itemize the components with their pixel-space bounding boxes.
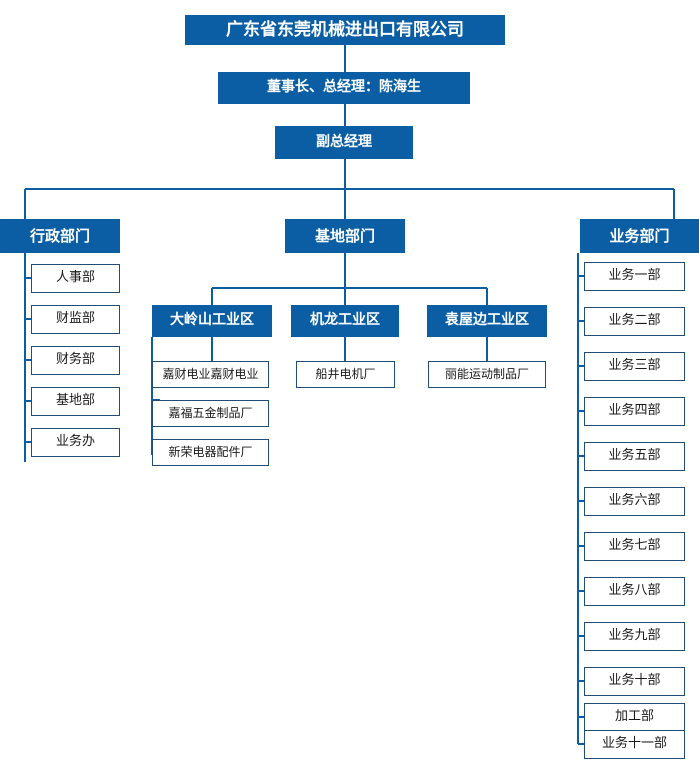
node-business-unit[interactable]: 业务二部 (584, 307, 685, 336)
node-label: 广东省东莞机械进出口有限公司 (226, 19, 464, 40)
node-label: 船井电机厂 (315, 366, 376, 381)
node-label: 加工部 (614, 709, 654, 725)
node-business-unit[interactable]: 业务十部 (584, 667, 685, 696)
node-vice-general-manager[interactable]: 副总经理 (275, 126, 413, 159)
node-label: 业务十部 (608, 673, 661, 689)
node-label: 大岭山工业区 (170, 312, 254, 329)
node-factory[interactable]: 船井电机厂 (296, 361, 395, 388)
node-business-unit[interactable]: 业务四部 (584, 397, 685, 426)
node-label: 业务七部 (608, 538, 661, 554)
node-label: 业务办 (55, 434, 95, 450)
node-admin-unit[interactable]: 人事部 (31, 264, 120, 293)
node-label: 业务六部 (608, 493, 661, 509)
node-label: 基地部 (55, 393, 95, 409)
node-business-unit[interactable]: 业务八部 (584, 577, 685, 606)
node-label: 机龙工业区 (310, 312, 380, 329)
node-label: 副总经理 (316, 133, 372, 150)
node-label: 业务一部 (608, 268, 661, 284)
node-label: 新荣电器配件厂 (168, 444, 253, 459)
node-label: 业务九部 (608, 628, 661, 644)
node-zone-jilong[interactable]: 机龙工业区 (291, 305, 399, 337)
node-zone-daling-shan[interactable]: 大岭山工业区 (152, 305, 272, 337)
node-label: 业务八部 (608, 583, 661, 599)
node-business-unit[interactable]: 业务五部 (584, 442, 685, 471)
node-label: 基地部门 (314, 226, 375, 245)
node-label: 业务五部 (608, 448, 661, 464)
node-business-unit[interactable]: 业务六部 (584, 487, 685, 516)
node-admin-unit[interactable]: 业务办 (31, 428, 120, 457)
node-label: 财务部 (55, 352, 95, 368)
node-admin-unit[interactable]: 财务部 (31, 346, 120, 375)
node-label: 业务三部 (608, 358, 661, 374)
node-factory[interactable]: 嘉财电业嘉财电业 (152, 361, 269, 388)
node-business-unit[interactable]: 业务十一部 (584, 730, 685, 759)
node-admin-unit[interactable]: 财监部 (31, 305, 120, 334)
node-label: 人事部 (55, 270, 95, 286)
node-admin-unit[interactable]: 基地部 (31, 387, 120, 416)
node-zone-yuanwubian[interactable]: 袁屋边工业区 (427, 305, 547, 337)
node-chairman-gm[interactable]: 董事长、总经理：陈海生 (218, 72, 470, 104)
node-business-unit[interactable]: 业务九部 (584, 622, 685, 651)
node-label: 袁屋边工业区 (445, 312, 529, 329)
node-department-business[interactable]: 业务部门 (580, 219, 699, 253)
node-label: 业务十一部 (601, 736, 667, 752)
node-label: 业务部门 (609, 226, 670, 245)
node-label: 业务四部 (608, 403, 661, 419)
node-department-admin[interactable]: 行政部门 (0, 219, 120, 253)
node-label: 财监部 (55, 311, 95, 327)
node-label: 董事长、总经理：陈海生 (267, 79, 421, 96)
node-business-unit[interactable]: 加工部 (584, 703, 685, 732)
node-label: 丽能运动制品厂 (444, 366, 529, 381)
node-label: 嘉福五金制品厂 (168, 405, 253, 420)
node-label: 行政部门 (29, 226, 90, 245)
node-department-base[interactable]: 基地部门 (285, 219, 405, 253)
node-label: 嘉财电业嘉财电业 (162, 366, 259, 381)
node-business-unit[interactable]: 业务七部 (584, 532, 685, 561)
node-company-root[interactable]: 广东省东莞机械进出口有限公司 (185, 15, 505, 45)
node-business-unit[interactable]: 业务一部 (584, 262, 685, 291)
node-business-unit[interactable]: 业务三部 (584, 352, 685, 381)
node-factory[interactable]: 新荣电器配件厂 (152, 439, 269, 466)
node-factory[interactable]: 丽能运动制品厂 (428, 361, 546, 388)
node-label: 业务二部 (608, 313, 661, 329)
node-factory[interactable]: 嘉福五金制品厂 (152, 400, 269, 427)
